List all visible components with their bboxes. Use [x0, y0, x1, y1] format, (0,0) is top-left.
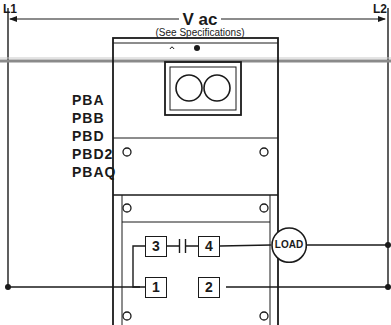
junction-dot	[5, 284, 11, 290]
l1-line	[7, 8, 8, 287]
body-division	[122, 195, 123, 325]
terminal-number: 4	[205, 239, 213, 253]
top-mark	[170, 47, 174, 49]
jumper-wire	[133, 246, 145, 287]
body-division	[113, 194, 278, 195]
model-name: PBAQ	[72, 165, 116, 179]
load-wire	[306, 244, 388, 245]
mounting-hole	[123, 148, 268, 320]
terminal-number: 2	[205, 280, 213, 294]
wire-label: L2	[373, 3, 387, 15]
terminal-box: 2	[198, 277, 220, 298]
contact-symbol	[167, 239, 198, 253]
body-edge	[113, 43, 278, 44]
terminal-box: 4	[198, 236, 220, 257]
lens-window	[170, 67, 236, 110]
lens	[176, 75, 202, 101]
terminal-box: 3	[145, 236, 167, 257]
supply-wire	[226, 286, 388, 287]
wire-label: L1	[3, 3, 17, 15]
terminal-number: 1	[152, 280, 160, 294]
terminal-number: 3	[152, 239, 160, 253]
indicator-dot	[194, 45, 200, 51]
scan-band	[0, 58, 391, 59]
body-division	[122, 222, 270, 223]
model-name: PBA	[72, 93, 105, 107]
terminal-box: 1	[145, 277, 167, 298]
supply-wire	[8, 286, 140, 287]
junction-dot	[385, 284, 391, 290]
model-name: PBD2	[72, 147, 113, 161]
voltage-label: V ac	[179, 11, 222, 28]
lens-window	[165, 62, 241, 115]
lens	[204, 75, 230, 101]
output-wire	[220, 245, 271, 246]
model-name: PBB	[72, 111, 105, 125]
body-division	[270, 195, 271, 325]
load-label: LOAD	[275, 240, 303, 250]
sensor-body	[113, 38, 278, 325]
note-label: (See Specifications)	[156, 28, 245, 38]
model-name: PBD	[72, 129, 105, 143]
load-circle: LOAD	[271, 227, 307, 263]
body-division	[113, 138, 278, 139]
junction-dot	[385, 242, 391, 248]
